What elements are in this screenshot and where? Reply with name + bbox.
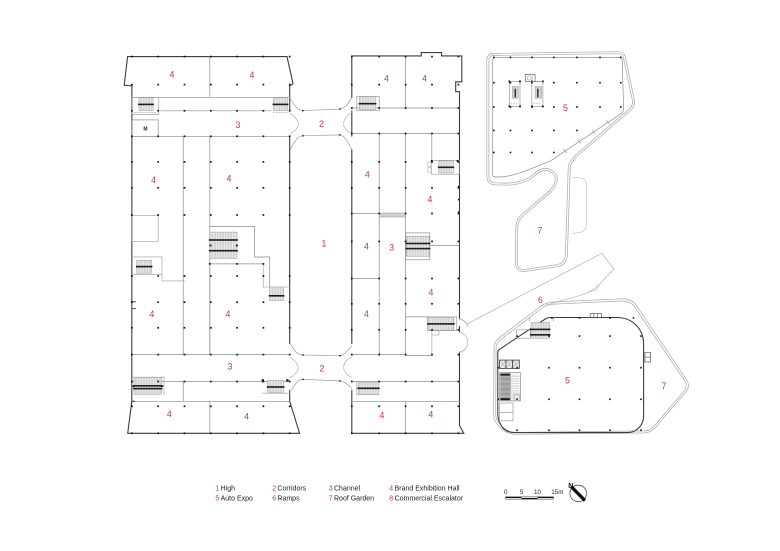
svg-text:4: 4 xyxy=(151,175,156,185)
svg-text:5: 5 xyxy=(215,495,219,502)
svg-text:5: 5 xyxy=(565,376,570,386)
svg-text:Corridors: Corridors xyxy=(277,486,306,493)
svg-text:Ramps: Ramps xyxy=(277,495,300,502)
svg-text:6: 6 xyxy=(538,295,543,305)
svg-text:7: 7 xyxy=(329,495,333,502)
svg-text:4: 4 xyxy=(250,70,255,80)
svg-text:4: 4 xyxy=(244,411,249,421)
svg-text:1: 1 xyxy=(215,486,219,493)
svg-text:3: 3 xyxy=(329,486,333,493)
svg-text:6: 6 xyxy=(272,495,276,502)
svg-text:4: 4 xyxy=(380,411,385,421)
svg-text:5: 5 xyxy=(563,103,568,113)
svg-text:4: 4 xyxy=(364,309,369,319)
svg-text:2: 2 xyxy=(319,119,324,129)
svg-text:4: 4 xyxy=(428,410,433,420)
svg-text:4: 4 xyxy=(365,169,370,179)
svg-text:7: 7 xyxy=(662,381,667,391)
svg-text:4: 4 xyxy=(226,309,231,319)
svg-text:3: 3 xyxy=(228,362,233,372)
svg-text:15m: 15m xyxy=(551,489,563,496)
svg-text:0: 0 xyxy=(504,489,508,496)
svg-text:4: 4 xyxy=(227,174,232,184)
svg-text:4: 4 xyxy=(428,195,433,205)
svg-text:4: 4 xyxy=(167,409,172,419)
svg-text:10: 10 xyxy=(534,489,542,496)
svg-text:4: 4 xyxy=(364,242,369,252)
svg-text:1: 1 xyxy=(322,239,327,249)
svg-text:4: 4 xyxy=(170,70,175,80)
svg-text:4: 4 xyxy=(150,309,155,319)
svg-text:N: N xyxy=(568,483,573,490)
svg-text:2: 2 xyxy=(319,363,324,373)
svg-text:4: 4 xyxy=(422,74,427,84)
svg-text:8: 8 xyxy=(389,495,393,502)
svg-text:7: 7 xyxy=(537,226,542,236)
svg-text:3: 3 xyxy=(236,120,241,130)
svg-text:4: 4 xyxy=(429,288,434,298)
svg-text:3: 3 xyxy=(389,243,394,253)
svg-text:Brand Exhibition Hall: Brand Exhibition Hall xyxy=(395,486,460,493)
svg-text:4: 4 xyxy=(389,486,393,493)
svg-text:Auto Expo: Auto Expo xyxy=(221,495,253,502)
svg-text:2: 2 xyxy=(272,486,276,493)
svg-text:Channel: Channel xyxy=(334,486,361,493)
svg-text:Commercial Escalator: Commercial Escalator xyxy=(395,495,464,502)
svg-text:M: M xyxy=(143,127,147,133)
svg-text:4: 4 xyxy=(384,74,389,84)
svg-text:High: High xyxy=(221,486,236,493)
svg-text:Roof Garden: Roof Garden xyxy=(334,495,374,502)
svg-text:5: 5 xyxy=(520,489,524,496)
